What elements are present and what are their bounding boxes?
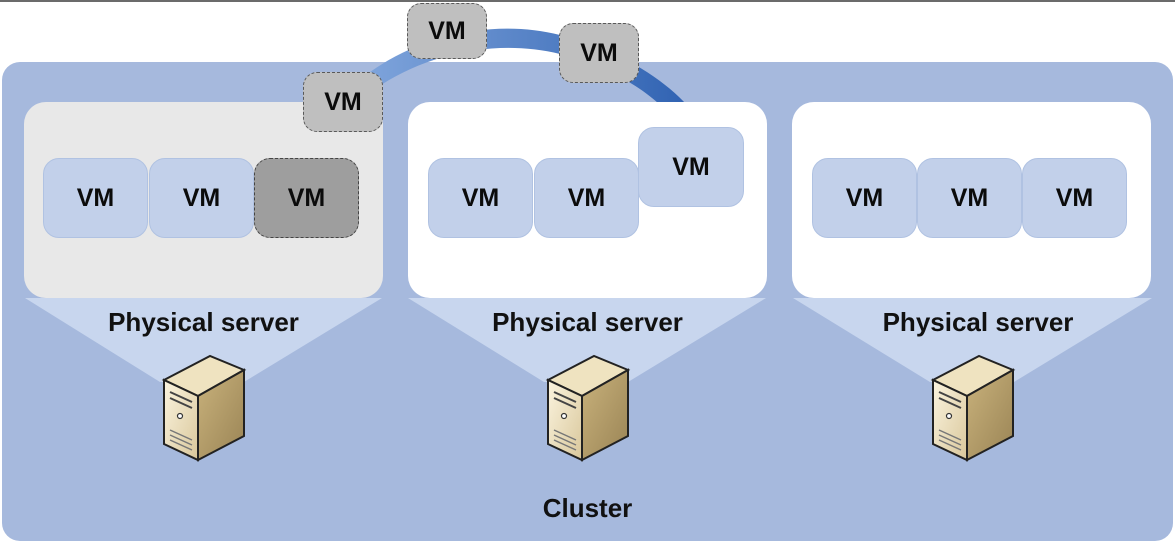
server-3-vm-1[interactable]: VM [812,158,917,238]
vm-label: VM [567,183,606,212]
vm-label: VM [845,183,884,212]
server-2-vm-arriving[interactable]: VM [638,127,744,207]
server-2-label: Physical server [492,307,683,337]
server-1-vm-3-migrating[interactable]: VM [254,158,359,238]
vm-label: VM [1055,183,1094,212]
migration-vm-2[interactable]: VM [407,3,487,59]
cluster-label: Cluster [542,493,633,523]
server-wedges [25,298,1152,382]
server-1-vm-2[interactable]: VM [149,158,254,238]
server-1-label: Physical server [108,307,299,337]
server-1-vm-1[interactable]: VM [43,158,148,238]
migration-vm-1[interactable]: VM [303,72,383,132]
server-2-vm-1[interactable]: VM [428,158,533,238]
server-3-vm-3[interactable]: VM [1022,158,1127,238]
vm-label: VM [324,87,362,116]
vm-label: VM [580,38,618,67]
server-3-vm-2[interactable]: VM [917,158,1022,238]
vm-label: VM [287,183,326,212]
server-3-label: Physical server [882,307,1074,337]
server-tower-icon [930,354,1016,462]
vm-label: VM [950,183,989,212]
vm-label: VM [461,183,500,212]
vm-label: VM [428,16,466,45]
server-2-vm-2[interactable]: VM [534,158,639,238]
vm-label: VM [182,183,221,212]
migration-vm-3[interactable]: VM [559,23,639,83]
top-border-line [0,0,1175,2]
server-tower-icon [161,354,247,462]
server-tower-icon [545,354,631,462]
vm-label: VM [76,183,115,212]
vm-label: VM [672,152,710,181]
